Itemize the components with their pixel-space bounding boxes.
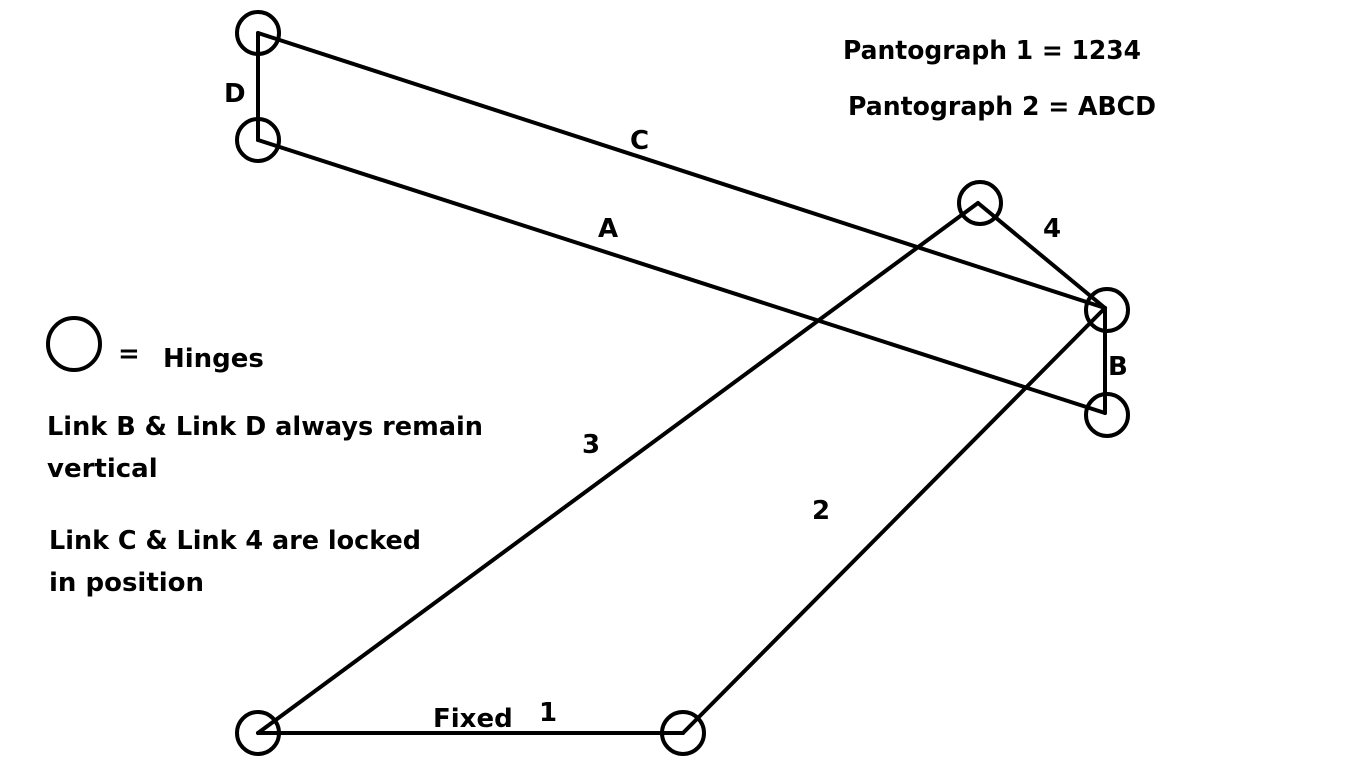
pantograph-2-label: Pantograph 2 = ABCD bbox=[848, 92, 1156, 122]
label-link-c: C bbox=[630, 126, 649, 156]
hinge-icon bbox=[1084, 392, 1130, 438]
hinge-icon bbox=[235, 117, 281, 163]
hinge-icon bbox=[235, 10, 281, 56]
label-link-b: B bbox=[1108, 352, 1128, 382]
legend-hinges-label: Hinges bbox=[163, 344, 264, 374]
label-link-1: 1 bbox=[539, 698, 557, 728]
note-c4-line-2: in position bbox=[49, 568, 204, 598]
hinge-icon bbox=[235, 710, 281, 756]
hinge-icon bbox=[957, 180, 1003, 226]
hinge-icon bbox=[1084, 287, 1130, 333]
label-fixed: Fixed bbox=[433, 704, 513, 734]
link-4 bbox=[976, 201, 1107, 310]
pantograph-1-label: Pantograph 1 = 1234 bbox=[843, 36, 1141, 66]
legend-equals: = bbox=[118, 339, 140, 369]
label-link-3: 3 bbox=[582, 430, 600, 460]
link-2 bbox=[681, 306, 1107, 735]
label-link-a: A bbox=[598, 214, 618, 244]
note-c4-line-1: Link C & Link 4 are locked bbox=[49, 526, 421, 556]
link-c bbox=[256, 31, 1107, 310]
label-link-d: D bbox=[224, 79, 246, 109]
note-bd-line-2: vertical bbox=[47, 454, 158, 484]
label-link-4: 4 bbox=[1043, 214, 1061, 244]
label-link-2: 2 bbox=[812, 496, 830, 526]
hinge-icon bbox=[660, 710, 706, 756]
legend-hinge-icon bbox=[46, 316, 102, 372]
note-bd-line-1: Link B & Link D always remain bbox=[47, 412, 483, 442]
link-a bbox=[256, 138, 1107, 415]
link-3 bbox=[256, 201, 980, 735]
